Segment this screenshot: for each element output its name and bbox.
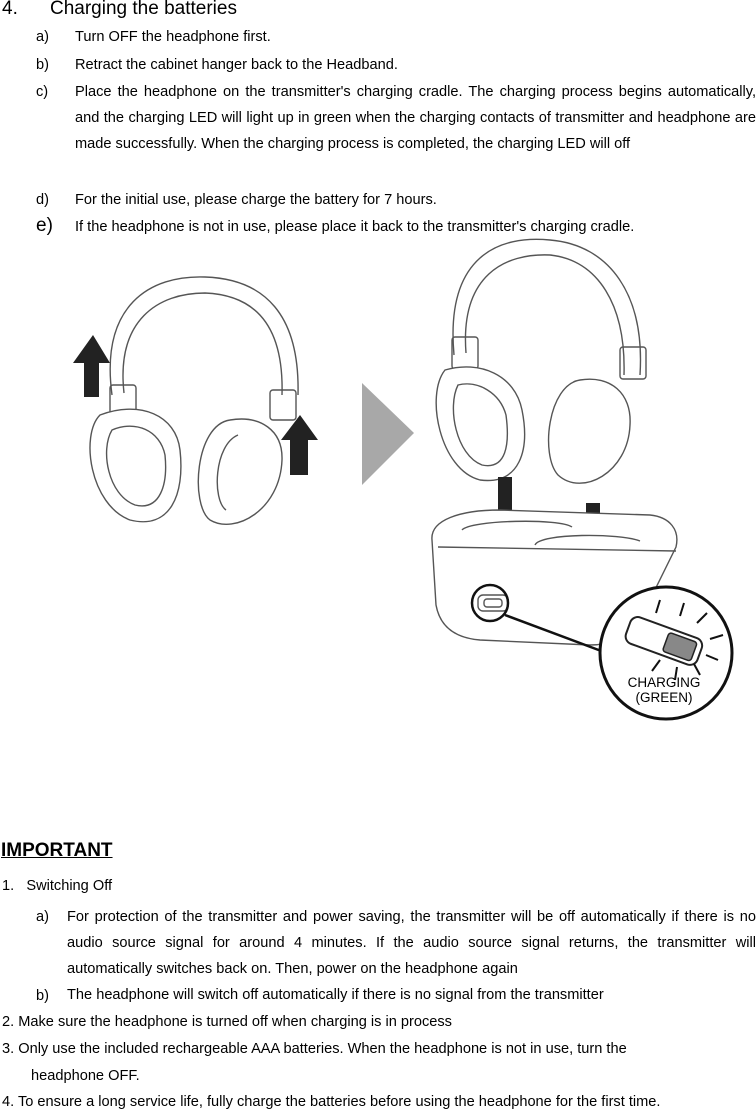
charging-illustration: CHARGING (GREEN): [73, 238, 734, 721]
important-item3-line2: headphone OFF.: [31, 1068, 140, 1084]
step-a-label: a): [36, 29, 49, 45]
section-number: 4.: [2, 0, 18, 19]
section-title: Charging the batteries: [50, 0, 237, 19]
step-a-text: Turn OFF the headphone first.: [75, 29, 271, 45]
headphone-right-image: [435, 238, 647, 484]
headphone-left-image: [89, 276, 299, 525]
charging-led-icon: [624, 616, 704, 666]
step-b-label: b): [36, 57, 49, 73]
step-e-text: If the headphone is not in use, please p…: [75, 219, 635, 235]
important-item3-line1: 3. Only use the included rechargeable AA…: [2, 1041, 627, 1057]
callout-label-green: (GREEN): [636, 690, 693, 705]
step-e-label: e): [36, 215, 53, 236]
important-heading: IMPORTANT: [1, 840, 113, 861]
important-sub-a-label: a): [36, 909, 49, 925]
important-item2: 2. Make sure the headphone is turned off…: [2, 1014, 452, 1030]
step-d-label: d): [36, 192, 49, 208]
important-sub-b-label: b): [36, 988, 49, 1004]
important-item4: 4. To ensure a long service life, fully …: [2, 1094, 661, 1110]
led-glow-lines: [651, 599, 724, 681]
next-step-arrow-icon: [362, 383, 414, 485]
step-d-text: For the initial use, please charge the b…: [75, 192, 437, 208]
important-item1-title: 1. Switching Off: [2, 878, 113, 894]
arrow-up-icon: [281, 415, 318, 475]
callout-label-charging: CHARGING: [628, 675, 701, 690]
important-sub-b-text: The headphone will switch off automatica…: [67, 987, 604, 1003]
step-c-text: Place the headphone on the transmitter's…: [75, 84, 756, 152]
important-sub-a-text: For protection of the transmitter and po…: [67, 909, 756, 977]
step-c-label: c): [36, 84, 49, 100]
arrow-up-icon: [73, 335, 110, 397]
step-b-text: Retract the cabinet hanger back to the H…: [75, 57, 398, 73]
